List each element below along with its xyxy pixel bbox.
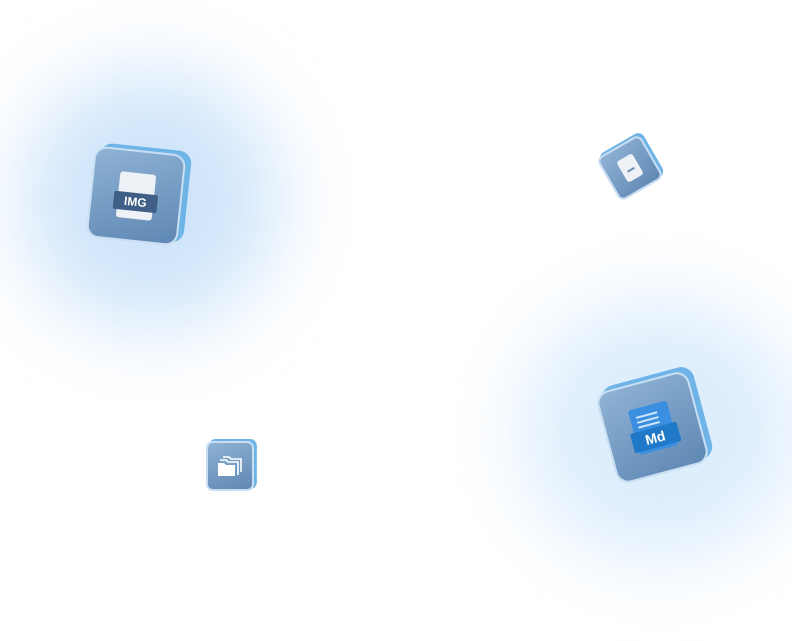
- img-label: IMG: [112, 190, 158, 213]
- md-label: Md: [629, 421, 681, 454]
- folder-icon: [206, 439, 257, 491]
- folders-glyph: [218, 456, 242, 476]
- img-file-icon: IMG: [85, 142, 193, 247]
- document-icon: [595, 130, 666, 203]
